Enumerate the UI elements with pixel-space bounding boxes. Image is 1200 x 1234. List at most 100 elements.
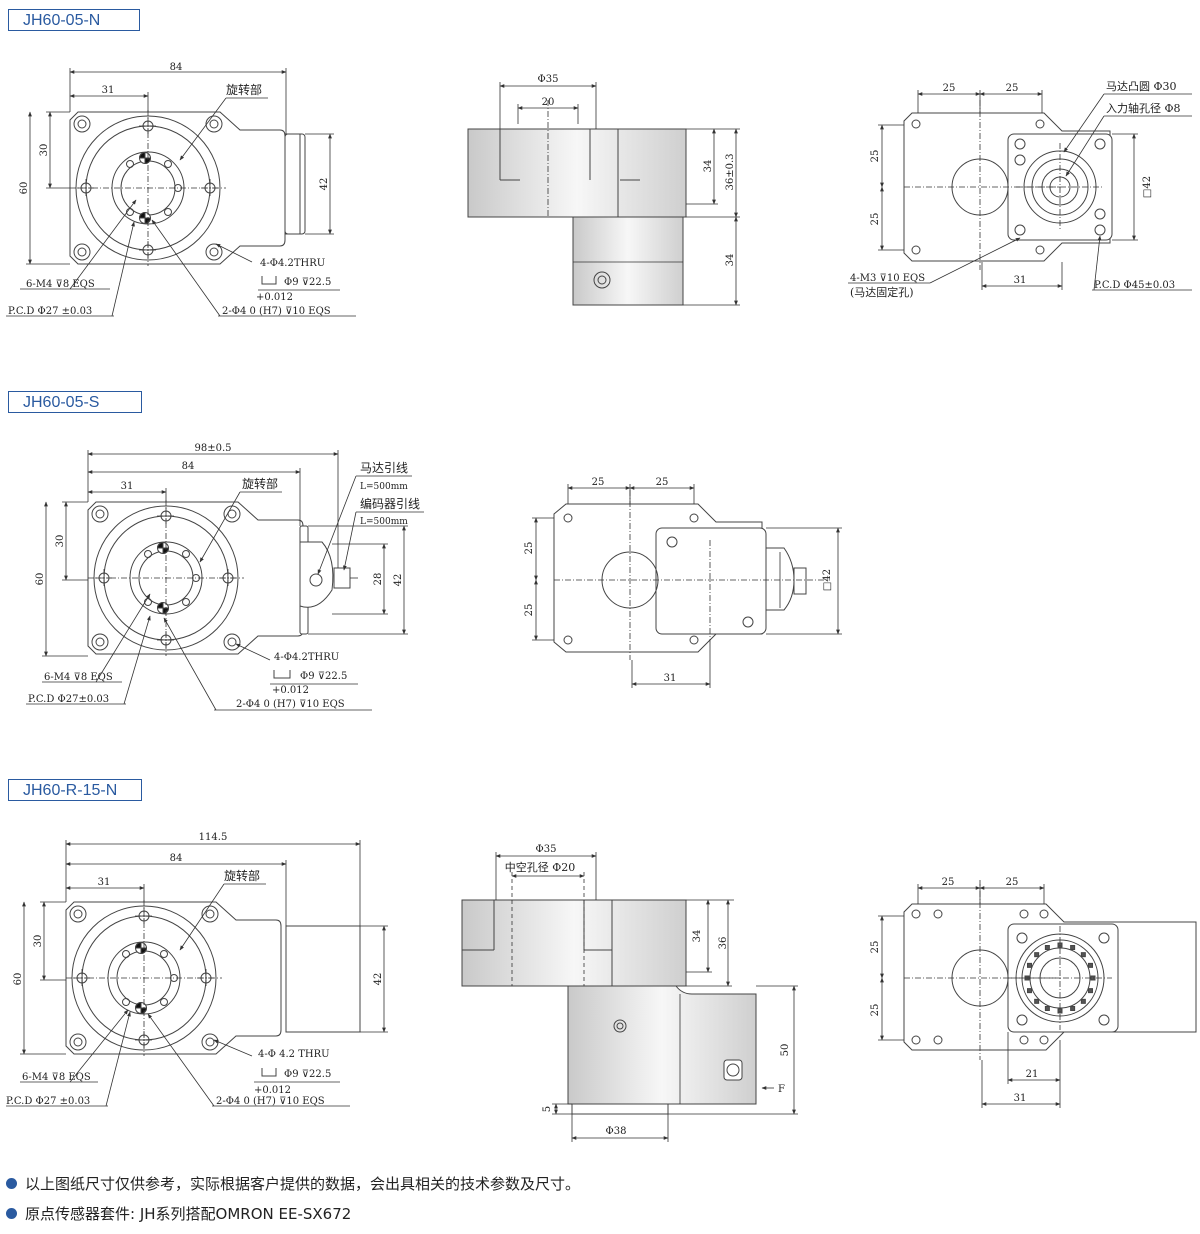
- dimension-label: 25: [524, 542, 535, 555]
- annotation-label: (马达固定孔): [850, 285, 914, 299]
- dimension-lines: [6, 68, 1192, 1142]
- dimension-label: 25: [524, 604, 535, 617]
- dimension-label: □42: [1142, 176, 1153, 198]
- note-text: 原点传感器套件: JH系列搭配OMRON EE-SX672: [25, 1204, 352, 1223]
- circle: [95, 637, 105, 647]
- dimension-label: Φ9 ⊽22.5: [284, 1069, 331, 1080]
- force-label: F: [778, 1084, 785, 1095]
- dimension-label: 2-Φ4 0 (H7) ⊽10 EQS: [222, 306, 331, 317]
- dimension-label: 31: [1014, 275, 1027, 286]
- leader-line: [342, 511, 357, 571]
- outline-rect: [333, 567, 351, 589]
- circle: [126, 160, 134, 168]
- circle: [1035, 119, 1045, 129]
- dimension-label: 6-M4 ⊽8 EQS: [44, 672, 113, 683]
- leader-line: [151, 219, 221, 317]
- dimension-label: 28: [373, 573, 384, 586]
- dimension-label: 50: [780, 1044, 791, 1057]
- dimension-label: Φ38: [606, 1126, 627, 1137]
- circle: [742, 616, 754, 628]
- circle: [77, 247, 87, 257]
- dimension-label: 旋转部: [242, 476, 278, 491]
- outline-path: [138, 211, 146, 219]
- dimension-label: 84: [170, 853, 183, 864]
- dimension-label: 20: [542, 97, 555, 108]
- circle: [933, 909, 943, 919]
- circle: [160, 950, 168, 958]
- leader-line: [213, 1039, 253, 1057]
- circle: [209, 247, 219, 257]
- dimension-label: P.C.D Φ27±0.03: [28, 694, 109, 705]
- leader-line: [69, 1009, 129, 1083]
- dimension-label: Φ9 ⊽22.5: [284, 277, 331, 288]
- encoder-slot: [1070, 945, 1076, 951]
- dimension-label: 34: [692, 930, 703, 943]
- dimension-label: 42: [373, 973, 384, 986]
- leader-line: [1063, 93, 1105, 153]
- dimension-label: 4-Φ4.2THRU: [274, 652, 339, 663]
- circle: [122, 998, 130, 1006]
- circle: [91, 505, 109, 523]
- bullet-icon: [6, 1207, 17, 1219]
- leader-line: [163, 617, 217, 711]
- outline-path: [138, 151, 146, 159]
- dimension-label: 旋转部: [226, 82, 262, 97]
- outline-rect: [285, 925, 361, 1033]
- circle: [227, 509, 237, 519]
- circle: [726, 1063, 740, 1077]
- dimension-label: +0.012: [254, 1085, 291, 1096]
- outline-rect: [461, 899, 687, 987]
- dimension-label: Φ35: [538, 74, 559, 85]
- circle: [597, 275, 607, 285]
- circle: [1039, 909, 1049, 919]
- leader-line: [235, 643, 271, 661]
- dimension-label: 25: [1006, 83, 1019, 94]
- circle: [182, 550, 190, 558]
- leader-line: [179, 883, 225, 951]
- encoder-slot: [1027, 988, 1033, 994]
- circle: [689, 635, 699, 645]
- dimension-label: 42: [319, 178, 330, 191]
- note-text: 以上图纸尺寸仅供参考，实际根据客户提供的数据，会出具相关的技术参数及尺寸。: [25, 1174, 581, 1193]
- dimension-label: P.C.D Φ27 ±0.03: [8, 306, 92, 317]
- outline-path: [144, 157, 152, 165]
- encoder-slot: [1070, 1005, 1076, 1011]
- outline-path: [140, 947, 148, 955]
- circle: [1035, 245, 1045, 255]
- dimension-label: 4-Φ 4.2 THRU: [258, 1049, 330, 1060]
- encoder-slot: [1027, 962, 1033, 968]
- leader-line: [69, 199, 137, 290]
- circle: [164, 208, 172, 216]
- dimension-label: 编码器引线: [360, 496, 420, 511]
- encoder-slot: [1044, 945, 1050, 951]
- dimension-label: 5: [542, 1106, 553, 1112]
- circle: [1094, 208, 1106, 220]
- circle: [911, 119, 921, 129]
- circle: [1019, 909, 1029, 919]
- dimension-label: 60: [35, 573, 46, 586]
- dimension-label: 36: [718, 937, 729, 950]
- outline-path: [285, 133, 301, 235]
- note-item: 原点传感器套件: JH系列搭配OMRON EE-SX672: [6, 1198, 580, 1228]
- circle: [69, 905, 87, 923]
- leader-line: [179, 97, 227, 161]
- dimension-label: 4-Φ4.2THRU: [260, 258, 325, 269]
- dimension-label: 中空孔径 Φ20: [505, 860, 576, 874]
- outline-path: [261, 1068, 277, 1077]
- outline-path: [299, 541, 334, 608]
- dimension-label: 31: [98, 877, 111, 888]
- outline-path: [273, 670, 291, 679]
- dimension-label: 6-M4 ⊽8 EQS: [26, 279, 95, 290]
- leader-line: [105, 1011, 131, 1107]
- dimension-label: 21: [1026, 1069, 1039, 1080]
- encoder-slot: [1034, 952, 1040, 958]
- circle: [160, 998, 168, 1006]
- encoder-slot: [1044, 1005, 1050, 1011]
- dimension-label: 25: [656, 477, 669, 488]
- outline-rect: [723, 1059, 743, 1081]
- circle: [1039, 1035, 1049, 1045]
- circle: [227, 637, 237, 647]
- dimension-label: 30: [33, 935, 44, 948]
- leader-line: [95, 593, 151, 683]
